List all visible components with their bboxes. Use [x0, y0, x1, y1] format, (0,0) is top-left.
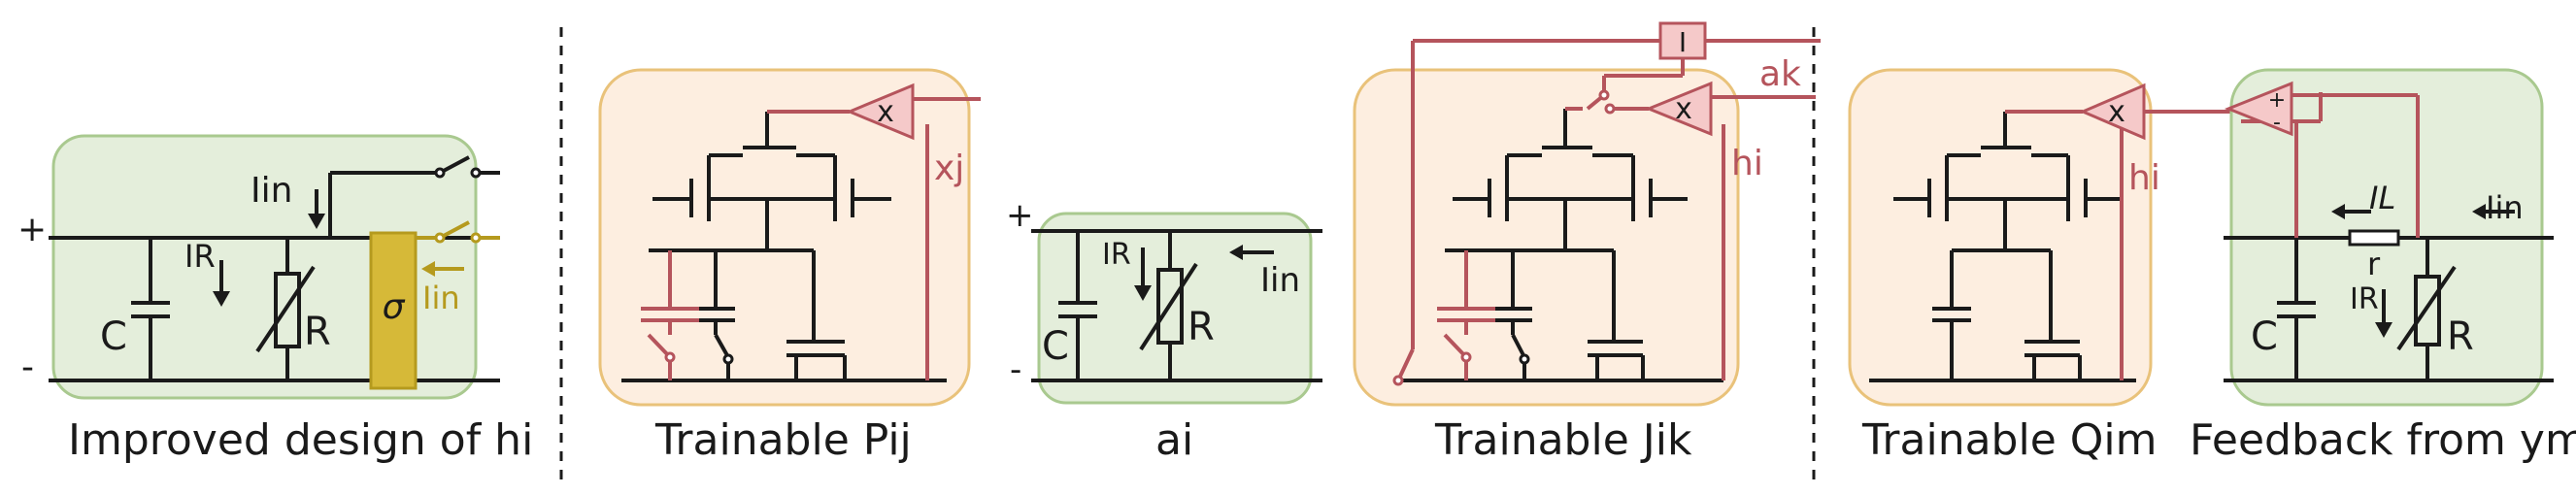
a-k-label: ak [1759, 54, 1801, 94]
r-small-label: r [2367, 246, 2381, 282]
caption-feedback: Feedback from ym [2190, 415, 2576, 465]
caption-trainable-q: Trainable Qim [1861, 415, 2157, 465]
minus-sign: - [21, 347, 34, 387]
h-i-label: hi [1731, 144, 1763, 183]
sigma-label: σ [383, 287, 406, 327]
panel-trainable-q: x hi Trainable Qim [1848, 68, 2243, 465]
inverter-label: I [1679, 26, 1687, 58]
caption-a-i: ai [1155, 415, 1193, 465]
r-label: R [1188, 305, 1215, 349]
multiplier-triangle [1645, 81, 1713, 137]
panel-a-i: + - IR C R Iin ai [1006, 196, 1322, 465]
panel-feedback: + - IL Iin r IR C R Feedback from ym [2190, 68, 2576, 465]
i-in-label: Iin [1260, 261, 1300, 300]
c-label: C [1042, 324, 1069, 369]
c-label: C [2251, 314, 2278, 359]
panel-trainable-j: I x ak hi Trainable Jik [1353, 21, 1821, 465]
i-r-label: IR [2350, 282, 2379, 316]
mult-label: x [877, 95, 894, 129]
mult-label: x [2108, 95, 2125, 129]
i-in-label: Iin [2486, 189, 2524, 226]
mult-label: x [1675, 92, 1692, 126]
multiplier-triangle [846, 82, 915, 141]
multiplier-triangle [2079, 82, 2146, 141]
small-resistor [2348, 229, 2400, 247]
h-i-label: hi [2128, 158, 2160, 198]
plus-sign: + [1006, 196, 1034, 235]
caption-trainable-j: Trainable Jik [1434, 415, 1692, 465]
panel-trainable-p: x xj Trainable Pij [598, 68, 981, 465]
i-in-label-yellow: Iin [422, 280, 460, 316]
peach-background [1848, 68, 2153, 407]
subtractor-triangle [2224, 81, 2293, 137]
i-r-label: IR [184, 238, 216, 275]
minus-sign: - [1010, 350, 1021, 389]
plus-sign: + [2268, 88, 2286, 113]
i-r-label: IR [1102, 238, 1131, 272]
inverter-box [1658, 21, 1707, 60]
green-background [1037, 212, 1313, 405]
panel-improved-design: σ + - IR C R Iin Iin Improved design of … [17, 134, 533, 465]
i-l-label: IL [2369, 180, 2395, 216]
r-label: R [304, 310, 331, 354]
caption-improved-design: Improved design of hi [68, 415, 533, 465]
sigma-block [369, 231, 418, 390]
x-j-label: xj [934, 148, 964, 188]
plus-sign: + [17, 210, 47, 249]
minus-sign: - [2273, 111, 2281, 135]
c-label: C [100, 314, 127, 359]
r-label: R [2447, 314, 2474, 359]
caption-trainable-p: Trainable Pij [654, 415, 912, 465]
i-in-label: Iin [251, 171, 292, 211]
